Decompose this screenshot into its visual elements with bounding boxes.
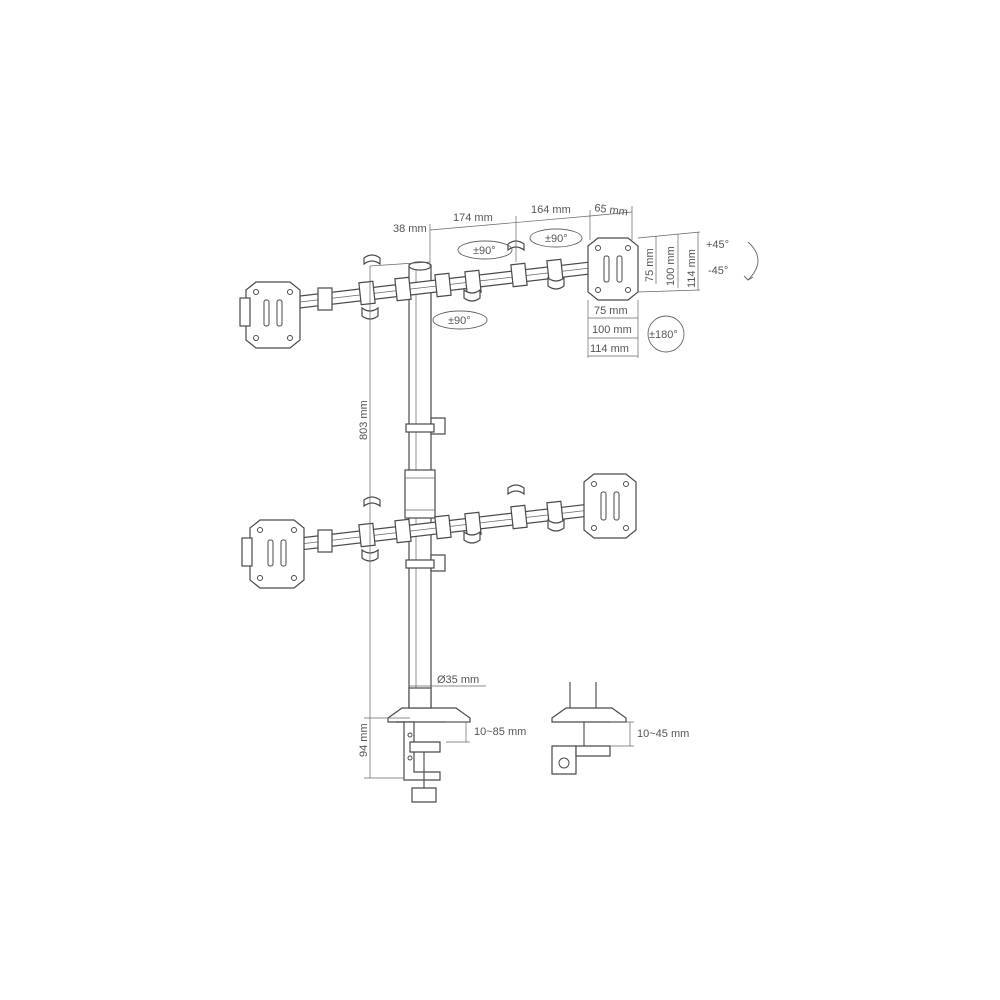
tilt-arrow-icon xyxy=(747,241,759,281)
swivel-arrow-icon xyxy=(432,310,488,330)
tilt-down-label: -45° xyxy=(708,265,728,277)
swivel-label: ±90° xyxy=(545,233,568,245)
swivel-label: ±90° xyxy=(473,245,496,257)
arm-65-label: 65 mm xyxy=(594,202,629,219)
swivel-arrow-icon xyxy=(529,228,583,248)
dimension-labels: 38 mm 174 mm 164 mm 65 mm ±90° ±90° ±90°… xyxy=(358,202,729,757)
base-94-label: 94 mm xyxy=(358,723,370,757)
dimension-lines xyxy=(364,206,701,779)
rotate-180-label: ±180° xyxy=(649,329,678,341)
pole-diameter-label: Ø35 mm xyxy=(437,674,479,686)
desk-clamp xyxy=(387,687,471,803)
vesa-100-vertical-label: 100 mm xyxy=(665,246,677,286)
swivel-label: ±90° xyxy=(448,315,471,327)
vesa-75-horizontal-label: 75 mm xyxy=(594,305,628,317)
arm-174-label: 174 mm xyxy=(453,212,493,224)
vesa-100-horizontal-label: 100 mm xyxy=(592,324,632,336)
clamp-range-label: 10~85 mm xyxy=(474,726,526,738)
upper-arm xyxy=(299,240,591,320)
vertical-pole xyxy=(404,261,446,711)
tilt-up-label: +45° xyxy=(706,239,729,251)
grommet-range-label: 10~45 mm xyxy=(637,728,689,740)
arm-38-label: 38 mm xyxy=(393,223,427,235)
arm-164-label: 164 mm xyxy=(531,204,571,216)
vesa-plate-bottom-left xyxy=(241,519,305,589)
vesa-114-vertical-label: 114 mm xyxy=(686,249,698,288)
vesa-plate-top-right xyxy=(587,237,639,301)
grommet-mount xyxy=(551,682,627,775)
rotate-arrow-icon xyxy=(647,315,685,353)
lower-arm xyxy=(299,484,591,562)
vesa-plate-bottom-right xyxy=(583,473,637,539)
height-803-label: 803 mm xyxy=(358,400,370,440)
rotation-arrows xyxy=(432,228,759,353)
swivel-arrow-icon xyxy=(457,240,513,260)
vesa-75-vertical-label: 75 mm xyxy=(644,248,656,282)
vesa-plate-top-left xyxy=(239,281,301,349)
vesa-114-horizontal-label: 114 mm xyxy=(590,343,629,355)
